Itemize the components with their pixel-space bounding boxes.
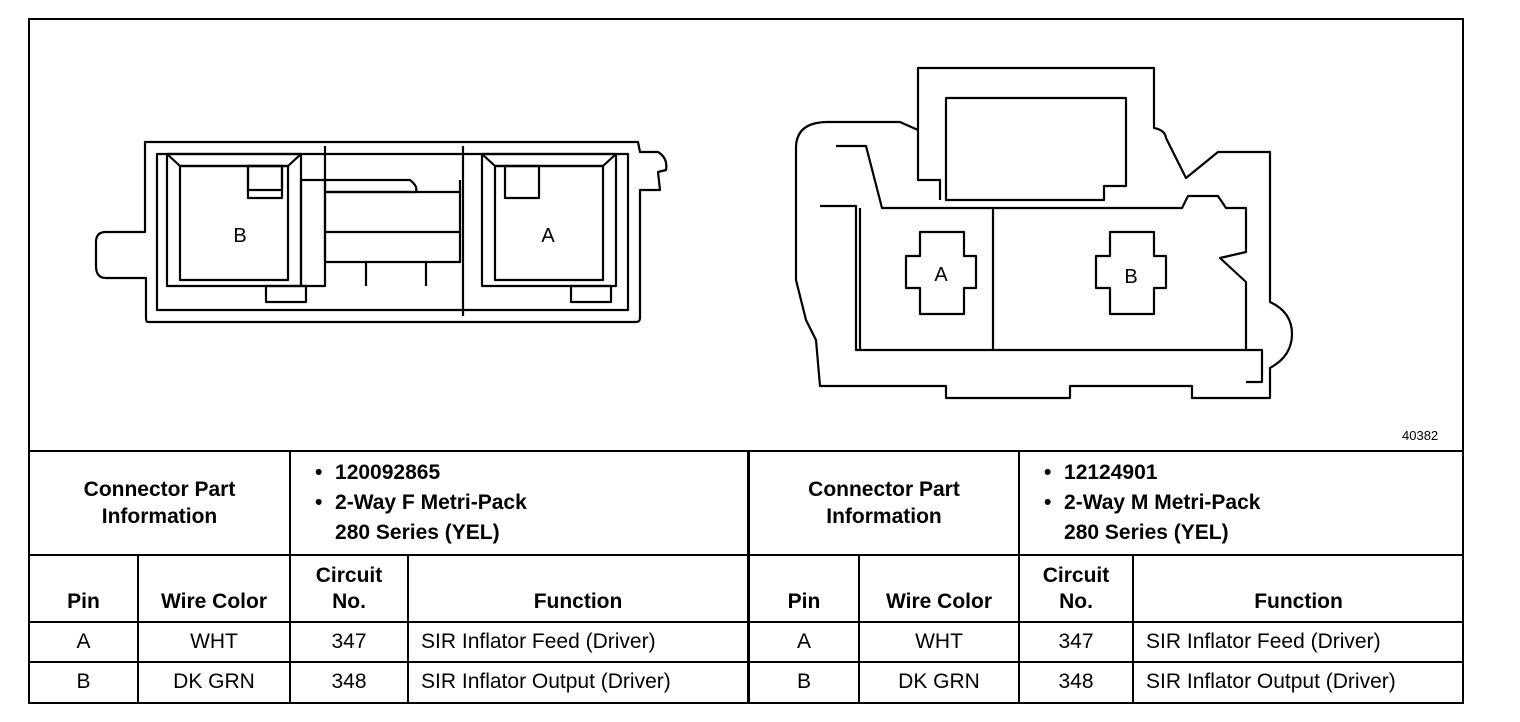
pinout-table-male: Connector Part Information • 12124901 • 2-…	[747, 449, 1464, 702]
part-info-label: Connector Part Information	[747, 449, 1021, 557]
part-number: 12124901	[1064, 461, 1158, 485]
part-info-details: • 12124901 • 2-Way M Metri-Pack 280 Series…	[1018, 449, 1464, 557]
pinout-table-female: Connector Part Information • 120092865 • 2…	[30, 449, 750, 702]
bullet-icon: •	[1044, 491, 1052, 515]
wire-color-cell: DK GRN	[857, 660, 1021, 702]
part-description-line2: 280 Series (YEL)	[335, 521, 500, 545]
function-cell: SIR Inflator Output (Driver)	[1132, 660, 1464, 702]
female-cavity-a-label: A	[541, 225, 555, 247]
pin-cell: B	[748, 660, 860, 702]
part-info-label: Connector Part Information	[30, 449, 292, 557]
header-wire-color: Wire Color	[136, 554, 292, 623]
wire-color-cell: WHT	[857, 620, 1021, 663]
part-number: 120092865	[335, 461, 441, 485]
header-function: Function	[1132, 554, 1464, 623]
part-info-details: • 120092865 • 2-Way F Metri-Pack 280 Serie…	[289, 449, 750, 557]
table-row: B DK GRN 348 SIR Inflator Output (Driver…	[30, 660, 750, 702]
circuit-cell: 348	[289, 660, 410, 702]
header-wire-color: Wire Color	[857, 554, 1021, 623]
part-description-line1: 2-Way M Metri-Pack	[1064, 491, 1261, 515]
bullet-icon: •	[315, 461, 323, 485]
pin-cell: A	[748, 620, 860, 663]
header-function: Function	[407, 554, 750, 623]
female-connector-face	[94, 140, 668, 324]
wire-color-cell: DK GRN	[136, 660, 292, 702]
part-description-line2: 280 Series (YEL)	[1064, 521, 1229, 545]
part-description-line1: 2-Way F Metri-Pack	[335, 491, 527, 515]
male-cavity-a-label: A	[934, 264, 948, 286]
wire-color-cell: WHT	[136, 620, 292, 663]
table-row: A WHT 347 SIR Inflator Feed (Driver)	[748, 620, 1464, 663]
figure-id: 40382	[1402, 428, 1439, 443]
header-pin: Pin	[748, 554, 860, 623]
bullet-icon: •	[315, 491, 323, 515]
male-cavity-b-label: B	[1124, 266, 1137, 288]
circuit-cell: 347	[1018, 620, 1135, 663]
function-cell: SIR Inflator Feed (Driver)	[1132, 620, 1464, 663]
bullet-icon: •	[1044, 461, 1052, 485]
diagram-frame	[28, 18, 1464, 704]
male-connector-face	[794, 66, 1294, 400]
pinout-tables: Connector Part Information • 120092865 • 2…	[30, 449, 1464, 702]
circuit-cell: 348	[1018, 660, 1135, 702]
function-cell: SIR Inflator Output (Driver)	[407, 660, 750, 702]
header-row: Pin Wire Color Circuit No. Function	[30, 554, 750, 623]
function-cell: SIR Inflator Feed (Driver)	[407, 620, 750, 663]
circuit-cell: 347	[289, 620, 410, 663]
connector-drawing: B A A B	[94, 66, 1294, 400]
table-row: A WHT 347 SIR Inflator Feed (Driver)	[30, 620, 750, 663]
header-circuit: Circuit No.	[289, 554, 410, 623]
pin-cell: A	[30, 620, 139, 663]
header-row: Pin Wire Color Circuit No. Function	[748, 554, 1464, 623]
female-cavity-b-label: B	[233, 225, 246, 247]
table-row: B DK GRN 348 SIR Inflator Output (Driver…	[748, 660, 1464, 702]
part-info-row: Connector Part Information • 120092865 • 2…	[30, 449, 750, 557]
part-info-row: Connector Part Information • 12124901 • 2-…	[747, 449, 1464, 557]
header-pin: Pin	[30, 554, 139, 623]
header-circuit: Circuit No.	[1018, 554, 1135, 623]
pin-cell: B	[30, 660, 139, 702]
